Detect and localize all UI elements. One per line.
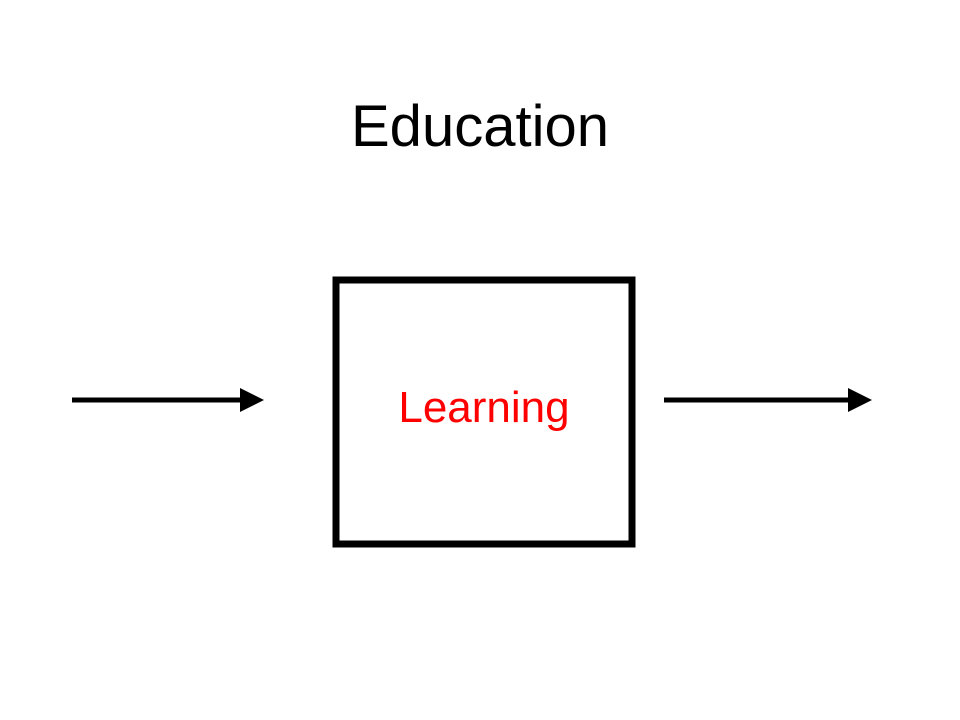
learning-box <box>332 276 636 548</box>
input-arrow <box>72 388 264 412</box>
output-arrow <box>664 388 872 412</box>
slide-title: Education <box>351 94 609 159</box>
learning-box-label: Learning <box>398 383 569 432</box>
